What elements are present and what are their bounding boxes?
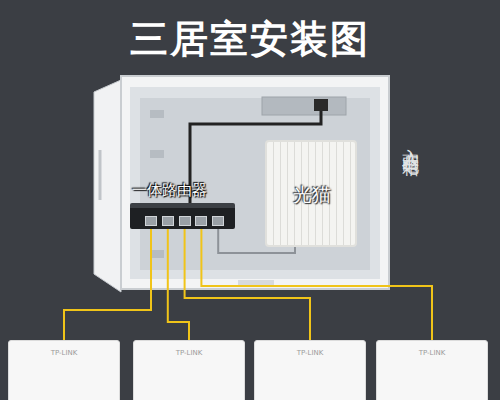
node-label: 一体路由器: [132, 181, 207, 200]
node-label: TP-LINK: [255, 349, 365, 357]
plate-hole: [150, 110, 164, 118]
power-plug: [314, 99, 328, 111]
panel-ap: TP-LINK: [8, 340, 120, 400]
door-latch: [99, 150, 102, 200]
distribution-box: 入户弱电箱一体路由器光猫: [120, 75, 390, 290]
node-label: 入户弱电箱: [400, 135, 423, 150]
diagram-title: 三居室安装图: [0, 14, 500, 65]
cabinet-door: [94, 80, 121, 292]
network-cable: [64, 229, 151, 340]
ethernet-port: [179, 216, 191, 226]
cabinet-logo: [238, 280, 274, 286]
ethernet-port: [145, 216, 157, 226]
panel-ap: TP-LINK: [254, 340, 366, 400]
plate-hole: [150, 250, 164, 258]
socket-strip: [262, 97, 346, 115]
cabinet-interior: [130, 87, 380, 279]
panel-ap: TP-LINK: [376, 340, 488, 400]
panel-ap: TP-LINK: [133, 340, 245, 400]
router-switch: 一体路由器: [130, 203, 235, 229]
node-label: TP-LINK: [9, 349, 119, 357]
ethernet-port: [212, 216, 224, 226]
node-label: TP-LINK: [377, 349, 487, 357]
ethernet-port: [162, 216, 174, 226]
plate-hole: [150, 150, 164, 158]
node-label: TP-LINK: [134, 349, 244, 357]
ethernet-port: [195, 216, 207, 226]
network-cable: [168, 229, 189, 340]
optical-modem: 光猫: [265, 140, 357, 247]
node-label: 光猫: [293, 182, 331, 208]
cabinet-frame: [120, 75, 390, 290]
